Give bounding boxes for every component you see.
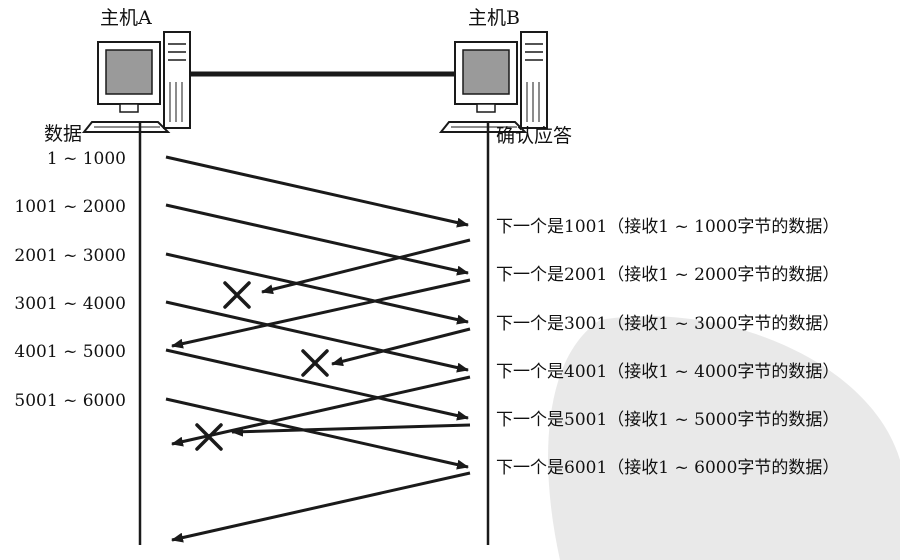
ack-arrow-lost xyxy=(331,327,471,367)
data-segment-arrow xyxy=(165,155,469,228)
ack-arrow-lost xyxy=(231,423,471,437)
data-segment-arrow xyxy=(165,300,469,373)
segment-labels: 1 ~ 1000 1001 ~ 2000 2001 ~ 3000 3001 ~ … xyxy=(14,149,126,411)
segment-label: 3001 ~ 4000 xyxy=(14,294,126,314)
data-segment-arrow xyxy=(165,348,469,421)
segment-label: 2001 ~ 3000 xyxy=(14,246,126,266)
data-arrows xyxy=(165,155,469,470)
ack-label: 下一个是1001（接收1 ~ 1000字节的数据） xyxy=(496,217,839,237)
ack-arrow xyxy=(171,471,471,543)
lost-markers xyxy=(195,281,329,451)
ack-arrow-lost xyxy=(261,238,471,295)
watermark-seal xyxy=(548,316,900,560)
data-segment-arrow xyxy=(165,252,469,325)
host-a-computer-icon xyxy=(83,31,191,133)
ack-column-heading: 确认应答 xyxy=(496,125,572,147)
segment-label: 1 ~ 1000 xyxy=(47,149,126,169)
ack-label: 下一个是3001（接收1 ~ 3000字节的数据） xyxy=(496,314,839,334)
ack-label: 下一个是6001（接收1 ~ 6000字节的数据） xyxy=(496,458,839,478)
ack-label: 下一个是5001（接收1 ~ 5000字节的数据） xyxy=(496,410,839,430)
ack-arrows xyxy=(171,238,471,543)
lost-x-icon xyxy=(223,281,251,309)
ack-arrow xyxy=(171,375,471,447)
lost-x-icon xyxy=(301,349,329,377)
ack-labels: 下一个是1001（接收1 ~ 1000字节的数据） 下一个是2001（接收1 ~… xyxy=(496,217,839,478)
data-segment-arrow xyxy=(165,203,469,276)
ack-arrow xyxy=(171,278,471,349)
host-b-computer-icon xyxy=(440,31,548,133)
ack-label: 下一个是4001（接收1 ~ 4000字节的数据） xyxy=(496,362,839,382)
host-b-label: 主机B xyxy=(468,7,520,29)
host-a-label: 主机A xyxy=(100,7,152,29)
segment-label: 5001 ~ 6000 xyxy=(14,391,126,411)
segment-label: 1001 ~ 2000 xyxy=(14,197,126,217)
lost-x-icon xyxy=(195,423,223,451)
segment-label: 4001 ~ 5000 xyxy=(14,342,126,362)
data-column-heading: 数据 xyxy=(44,123,82,145)
ack-label: 下一个是2001（接收1 ~ 2000字节的数据） xyxy=(496,265,839,285)
data-segment-arrow xyxy=(165,397,469,470)
